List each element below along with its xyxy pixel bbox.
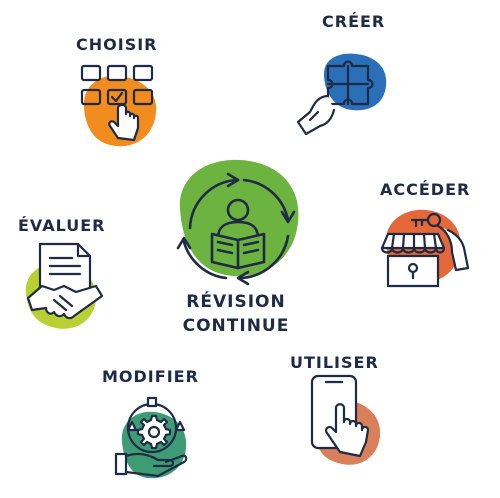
- phone-touch-icon: [310, 374, 381, 465]
- evaluer-label: ÉVALUER: [18, 216, 106, 235]
- puzzle-hand-icon: [296, 53, 387, 136]
- center-title-line1: RÉVISION: [186, 292, 286, 312]
- creer-blob: [324, 53, 387, 111]
- grid-selection-hand-icon: [80, 64, 157, 147]
- evaluer-node: [18, 238, 118, 333]
- center-title-line2: CONTINUE: [182, 316, 290, 336]
- modifier-node: [108, 390, 208, 490]
- document-handshake-icon: [25, 242, 104, 329]
- person-reading-book-cycle-icon: [176, 159, 299, 286]
- creer-node: [288, 50, 398, 145]
- center-title: RÉVISION CONTINUE: [156, 290, 316, 338]
- modifier-label: MODIFIER: [102, 367, 199, 386]
- choisir-label: CHOISIR: [76, 35, 158, 54]
- choisir-node: [72, 60, 172, 155]
- storefront-key-icon: [380, 209, 470, 288]
- utiliser-node: [302, 372, 402, 472]
- utiliser-label: UTILISER: [290, 353, 379, 372]
- acceder-node: [372, 200, 482, 300]
- acceder-label: ACCÉDER: [380, 180, 471, 199]
- creer-label: CRÉER: [322, 12, 386, 31]
- gear-hand-icon: [114, 396, 188, 479]
- center-node: [160, 150, 310, 290]
